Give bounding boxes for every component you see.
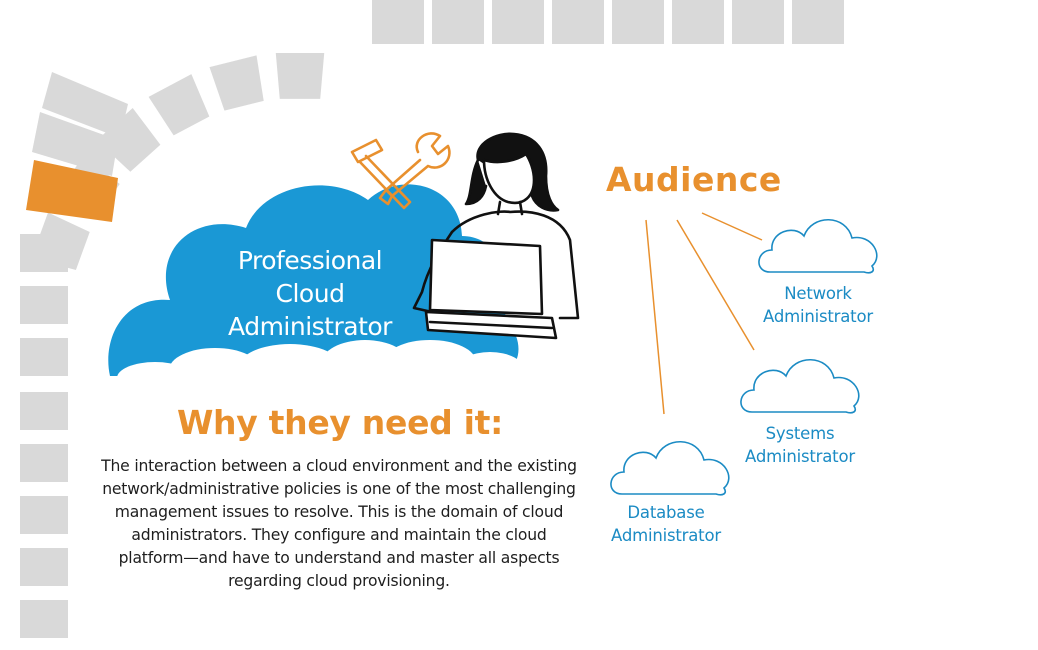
track-segment xyxy=(20,600,68,638)
track-segment xyxy=(372,0,424,44)
audience-heading: Audience xyxy=(606,160,782,199)
audience-label-systems: Systems Administrator xyxy=(745,424,855,466)
track-segment xyxy=(148,74,210,136)
track-segment xyxy=(20,496,68,534)
track-segment xyxy=(96,107,161,172)
track-segment xyxy=(42,72,128,138)
progress-track xyxy=(20,0,844,638)
cloud-outline-icon xyxy=(610,440,730,496)
track-segment xyxy=(20,444,68,482)
audience-label-network: Network Administrator xyxy=(763,284,873,326)
track-segment xyxy=(20,286,68,324)
professional-cloud-shape xyxy=(108,184,530,406)
why-body-text: The interaction between a cloud environm… xyxy=(101,457,577,590)
cloud-white-puffs xyxy=(110,340,530,406)
track-segment xyxy=(552,0,604,44)
track-segment xyxy=(32,112,118,176)
track-segment xyxy=(209,55,264,111)
track-segment xyxy=(20,338,68,376)
track-segment xyxy=(20,548,68,586)
why-heading: Why they need it: xyxy=(176,403,504,442)
hammer-and-wrench-icon xyxy=(350,132,451,210)
track-segment xyxy=(612,0,664,44)
cloud-outline-icon xyxy=(758,218,878,274)
audience-label-database: Database Administrator xyxy=(611,503,721,545)
track-segment xyxy=(672,0,724,44)
track-segment-highlight xyxy=(26,160,118,222)
track-segment xyxy=(492,0,544,44)
person-with-laptop-icon xyxy=(412,132,580,340)
audience-connectors xyxy=(645,212,763,415)
track-segment xyxy=(275,53,325,99)
track-segment xyxy=(31,212,90,270)
track-segment xyxy=(20,392,68,430)
professional-cloud-title: Professional Cloud Administrator xyxy=(228,246,392,341)
track-segment xyxy=(732,0,784,44)
track-segment xyxy=(432,0,484,44)
track-segment xyxy=(792,0,844,44)
cloud-outline-icon xyxy=(740,358,860,414)
